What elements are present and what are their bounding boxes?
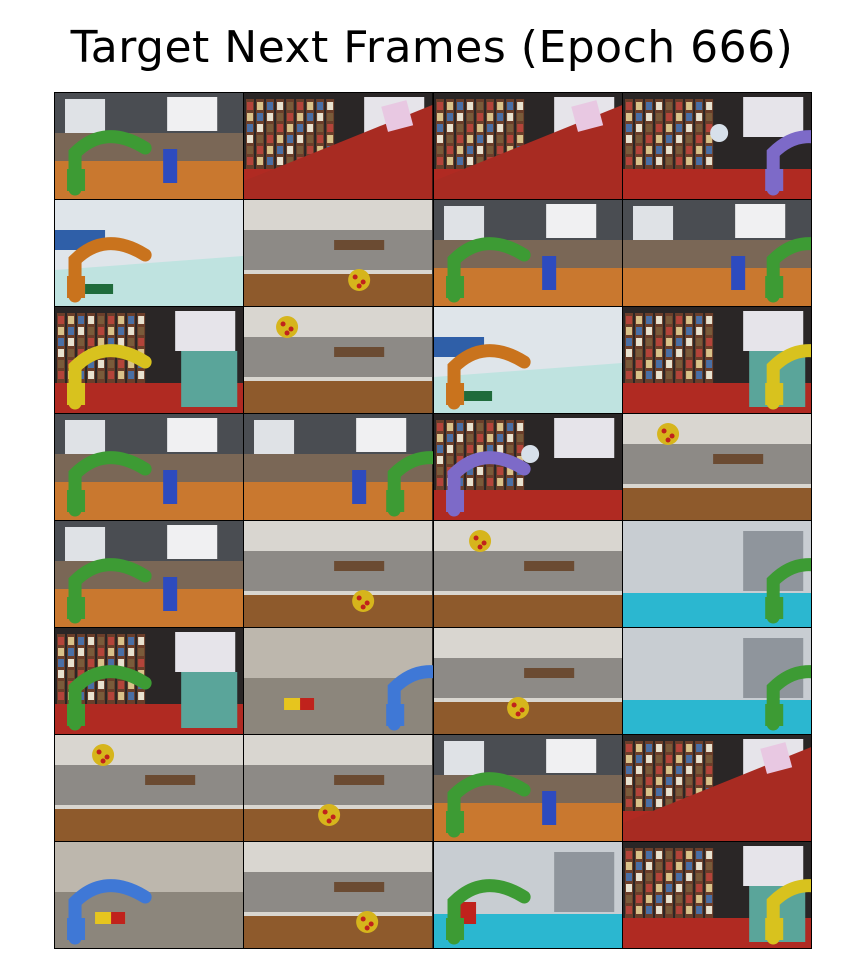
frame-8 bbox=[622, 200, 811, 306]
frame-image bbox=[55, 735, 244, 841]
frame-image bbox=[55, 307, 244, 413]
frame-image bbox=[55, 200, 244, 306]
frame-image bbox=[622, 842, 811, 948]
frame-image bbox=[433, 842, 622, 948]
frame-26 bbox=[244, 735, 433, 841]
frame-image bbox=[622, 628, 811, 734]
frame-23 bbox=[433, 628, 622, 734]
frame-5 bbox=[55, 200, 244, 306]
frame-16 bbox=[622, 414, 811, 520]
frame-27 bbox=[433, 735, 622, 841]
frame-24 bbox=[622, 628, 811, 734]
frame-14 bbox=[244, 414, 433, 520]
frame-20 bbox=[622, 521, 811, 627]
frame-28 bbox=[622, 735, 811, 841]
frame-image bbox=[622, 521, 811, 627]
frame-3 bbox=[433, 93, 622, 199]
frame-image bbox=[244, 842, 433, 948]
frame-image bbox=[433, 521, 622, 627]
frame-image bbox=[244, 307, 433, 413]
frame-grid bbox=[54, 92, 812, 949]
frame-1 bbox=[55, 93, 244, 199]
frame-image bbox=[622, 200, 811, 306]
frame-image bbox=[433, 93, 622, 199]
frame-12 bbox=[622, 307, 811, 413]
frame-7 bbox=[433, 200, 622, 306]
frame-15 bbox=[433, 414, 622, 520]
frame-6 bbox=[244, 200, 433, 306]
frame-18 bbox=[244, 521, 433, 627]
frame-image bbox=[244, 414, 433, 520]
figure-title: Target Next Frames (Epoch 666) bbox=[70, 22, 794, 73]
frame-2 bbox=[244, 93, 433, 199]
frame-image bbox=[622, 307, 811, 413]
frame-21 bbox=[55, 628, 244, 734]
frame-image bbox=[244, 521, 433, 627]
frame-25 bbox=[55, 735, 244, 841]
frame-image bbox=[244, 93, 433, 199]
frame-11 bbox=[433, 307, 622, 413]
frame-image bbox=[244, 628, 433, 734]
frame-image bbox=[433, 735, 622, 841]
frame-image bbox=[622, 735, 811, 841]
frame-image bbox=[433, 307, 622, 413]
frame-image bbox=[622, 93, 811, 199]
frame-image bbox=[622, 414, 811, 520]
frame-image bbox=[55, 521, 244, 627]
frame-4 bbox=[622, 93, 811, 199]
frame-19 bbox=[433, 521, 622, 627]
frame-image bbox=[433, 414, 622, 520]
frame-29 bbox=[55, 842, 244, 948]
frame-image bbox=[55, 842, 244, 948]
frame-image bbox=[244, 200, 433, 306]
frame-22 bbox=[244, 628, 433, 734]
frame-image bbox=[433, 628, 622, 734]
frame-32 bbox=[622, 842, 811, 948]
frame-image bbox=[244, 735, 433, 841]
frame-image bbox=[55, 93, 244, 199]
frame-17 bbox=[55, 521, 244, 627]
frame-image bbox=[55, 414, 244, 520]
frame-9 bbox=[55, 307, 244, 413]
frame-10 bbox=[244, 307, 433, 413]
frame-image bbox=[55, 628, 244, 734]
frame-30 bbox=[244, 842, 433, 948]
frame-image bbox=[433, 200, 622, 306]
frame-13 bbox=[55, 414, 244, 520]
frame-31 bbox=[433, 842, 622, 948]
